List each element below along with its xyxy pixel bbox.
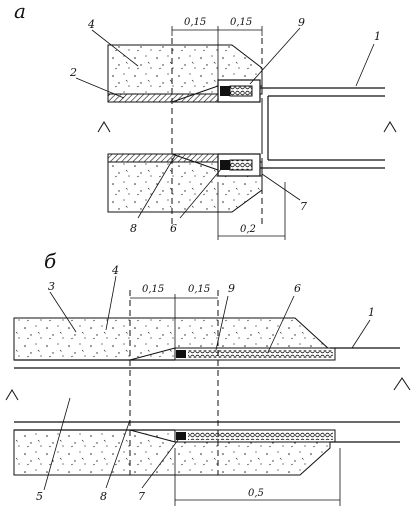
seal-top-a — [229, 85, 253, 97]
callout-b-1: 1 — [368, 306, 375, 319]
left-pipe-wall-bottom-a — [107, 153, 219, 163]
callout-a-4: 4 — [87, 18, 95, 31]
callout-a-6: 6 — [170, 222, 177, 235]
callout-a-1: 1 — [374, 30, 381, 43]
left-pipe-wall-top-a — [107, 93, 219, 103]
dim-a-1: 0,15 — [184, 17, 206, 28]
view-a-label: а — [14, 0, 26, 23]
seal-bottom-b — [188, 432, 333, 440]
dim-b-3: 0,5 — [248, 488, 264, 499]
dim-a-2: 0,15 — [230, 17, 252, 28]
callout-b-5: 5 — [36, 490, 43, 503]
view-b: б 0,15 0,15 — [5, 249, 411, 506]
dim-a-3: 0,2 — [240, 224, 256, 235]
dim-b-2: 0,15 — [188, 284, 210, 295]
callout-b-4: 4 — [111, 264, 119, 277]
callout-b-3: 3 — [48, 280, 55, 293]
seal-bottom-a — [229, 159, 253, 171]
view-a: а 0,15 — [14, 0, 397, 240]
callout-a-9: 9 — [298, 16, 305, 29]
dim-b-1: 0,15 — [142, 284, 164, 295]
callout-a-2: 2 — [69, 66, 77, 79]
callout-a-8: 8 — [130, 222, 137, 235]
callout-b-9: 9 — [228, 282, 235, 295]
callout-b-7: 6 — [294, 282, 301, 295]
callout-b-8: 8 — [100, 490, 107, 503]
callout-a-7: 7 — [300, 200, 307, 213]
view-b-label: б — [44, 249, 57, 273]
callout-b-6: 7 — [138, 490, 145, 503]
seal-top-b — [188, 350, 333, 358]
